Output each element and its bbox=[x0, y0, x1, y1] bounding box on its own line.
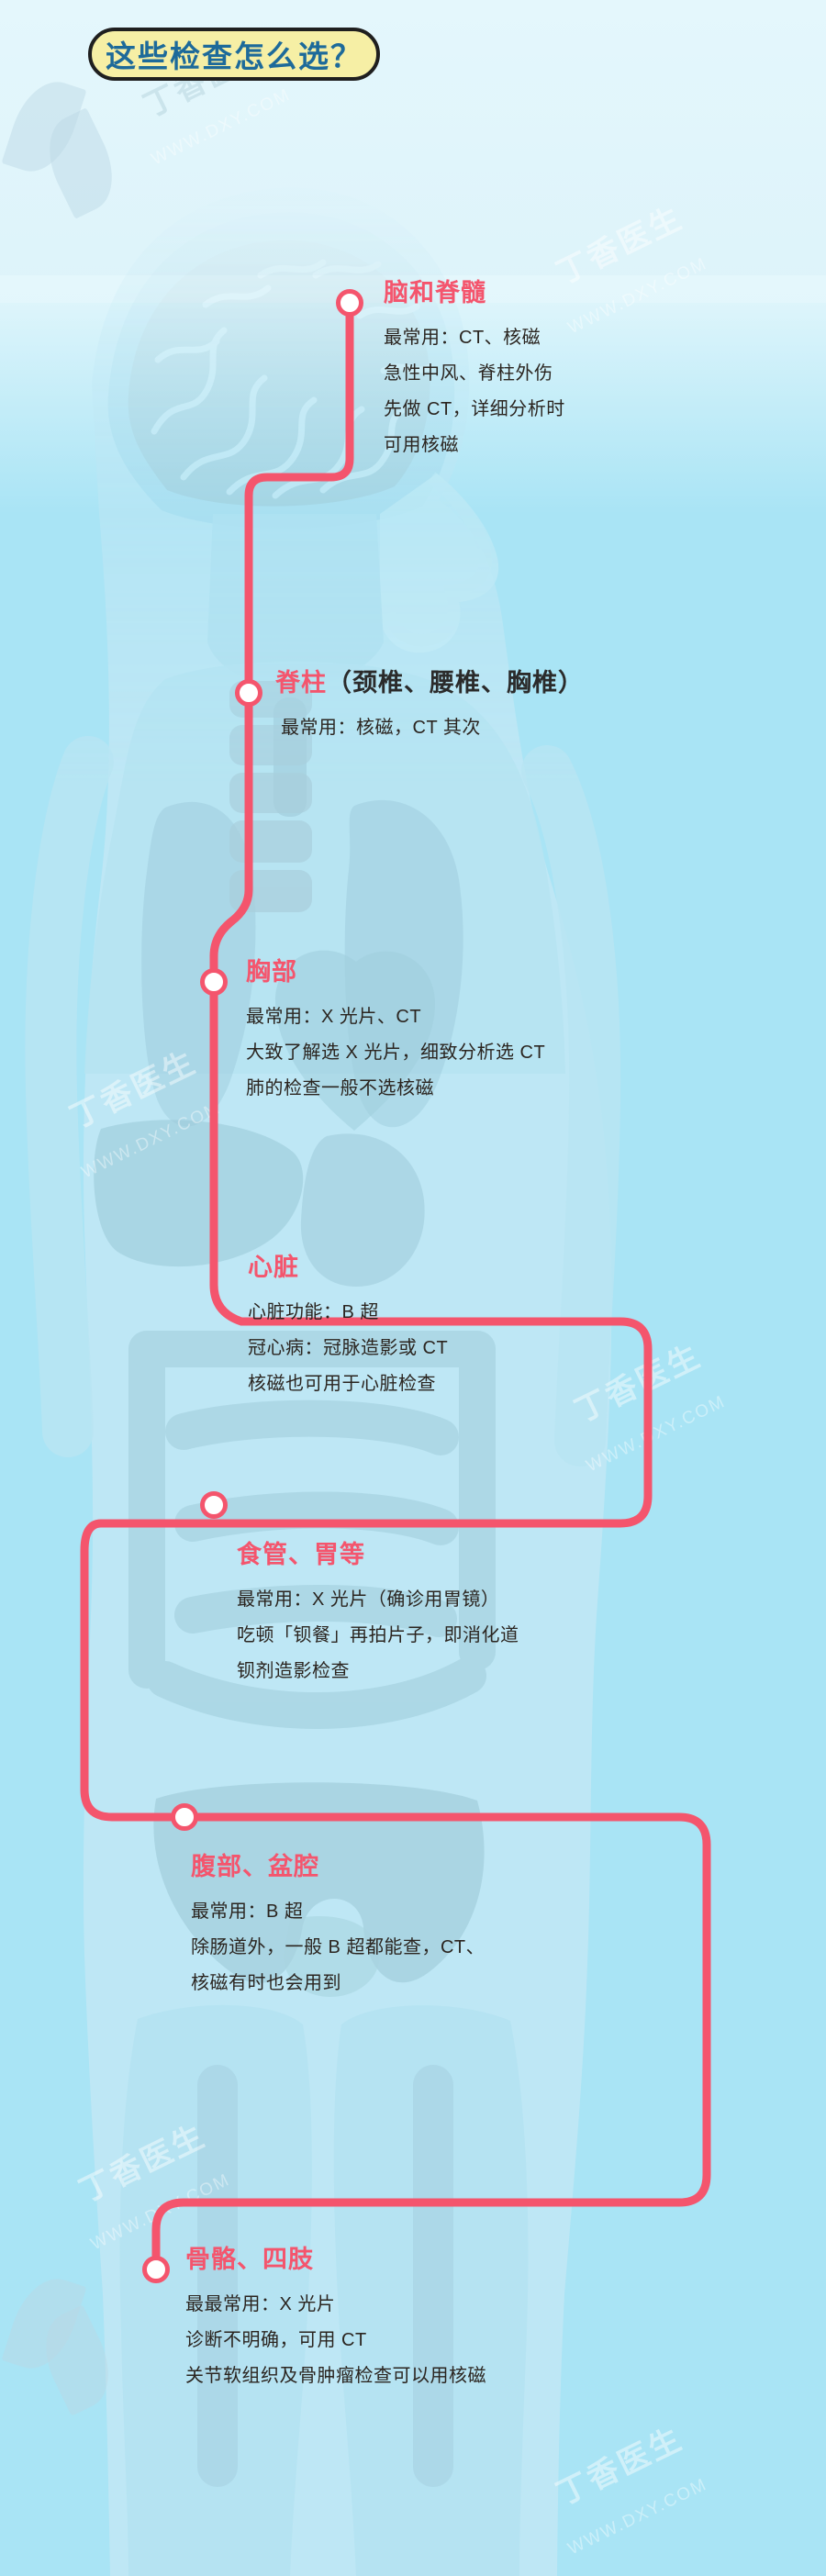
section-line: 钡剂造影检查 bbox=[237, 1661, 350, 1682]
section-heading: 食管、胃等 bbox=[237, 1540, 519, 1569]
section-heart: 心脏 心脏功能：B 超 冠心病：冠脉造影或 CT 核磁也可用于心脏检查 bbox=[248, 1253, 448, 1402]
section-brain-spinal-cord: 脑和脊髓 最常用：CT、核磁 急性中风、脊柱外伤 先做 CT，详细分析时 可用核… bbox=[384, 278, 565, 463]
section-line: 最常用：CT、核磁 bbox=[384, 328, 541, 349]
marker-dot-brain-spinal-cord[interactable] bbox=[336, 289, 363, 317]
section-bones-limbs: 骨骼、四肢 最最常用：X 光片 诊断不明确，可用 CT 关节软组织及骨肿瘤检查可… bbox=[185, 2245, 486, 2394]
section-heading: 骨骼、四肢 bbox=[185, 2245, 486, 2274]
section-line: 急性中风、脊柱外伤 bbox=[384, 363, 553, 385]
marker-dot-heart[interactable] bbox=[200, 1491, 228, 1519]
section-line: 核磁有时也会用到 bbox=[191, 1973, 341, 1994]
title-banner-box bbox=[88, 28, 380, 81]
section-line: 吃顿「钡餐」再拍片子，即消化道 bbox=[237, 1625, 519, 1646]
section-heading-text: 脑和脊髓 bbox=[384, 279, 486, 307]
section-line: 最最常用：X 光片 bbox=[185, 2294, 336, 2315]
section-heading-suffix: （颈椎、腰椎、胸椎） bbox=[327, 669, 584, 697]
marker-dot-esophagus-stomach[interactable] bbox=[171, 1803, 198, 1831]
section-line: 冠心病：冠脉造影或 CT bbox=[248, 1338, 449, 1359]
section-line: 心脏功能：B 超 bbox=[248, 1302, 379, 1323]
section-heading-text: 脊柱 bbox=[275, 669, 327, 697]
page-title: 这些检查怎么选？ bbox=[106, 39, 363, 73]
section-chest: 胸部 最常用：X 光片、CT 大致了解选 X 光片，细致分析选 CT 肺的检查一… bbox=[246, 957, 545, 1107]
marker-dot-spine[interactable] bbox=[235, 679, 262, 707]
section-heading: 腹部、盆腔 bbox=[191, 1852, 485, 1881]
section-line: 肺的检查一般不选核磁 bbox=[246, 1078, 434, 1099]
section-abdomen-pelvis: 腹部、盆腔 最常用：B 超 除肠道外，一般 B 超都能查，CT、 核磁有时也会用… bbox=[191, 1852, 485, 2002]
section-heading: 心脏 bbox=[248, 1253, 448, 1282]
section-line: 最常用：X 光片、CT bbox=[246, 1007, 422, 1028]
section-line: 除肠道外，一般 B 超都能查，CT、 bbox=[191, 1937, 486, 1958]
section-line: 核磁也可用于心脏检查 bbox=[248, 1374, 436, 1395]
section-line: 先做 CT，详细分析时 bbox=[384, 399, 565, 420]
section-line: 最常用：B 超 bbox=[191, 1901, 304, 1923]
section-heading-text: 心脏 bbox=[248, 1254, 299, 1281]
section-heading: 脊柱（颈椎、腰椎、胸椎） bbox=[275, 668, 584, 697]
section-heading: 胸部 bbox=[246, 957, 545, 987]
section-line: 关节软组织及骨肿瘤检查可以用核磁 bbox=[185, 2366, 486, 2387]
section-heading-text: 骨骼、四肢 bbox=[185, 2246, 314, 2273]
section-line: 最常用：核磁，CT 其次 bbox=[281, 718, 481, 739]
marker-dot-chest[interactable] bbox=[200, 968, 228, 996]
title-banner: 这些检查怎么选？ bbox=[88, 28, 380, 84]
marker-dot-bones-limbs[interactable] bbox=[142, 2256, 170, 2283]
section-heading-text: 胸部 bbox=[246, 958, 297, 986]
section-heading: 脑和脊髓 bbox=[384, 278, 565, 307]
section-line: 大致了解选 X 光片，细致分析选 CT bbox=[246, 1043, 546, 1064]
section-heading-text: 食管、胃等 bbox=[237, 1541, 365, 1568]
section-heading-text: 腹部、盆腔 bbox=[191, 1853, 319, 1880]
section-line: 诊断不明确，可用 CT bbox=[185, 2330, 367, 2351]
section-spine: 脊柱（颈椎、腰椎、胸椎） 最常用：核磁，CT 其次 bbox=[275, 668, 584, 746]
section-line: 可用核磁 bbox=[384, 435, 459, 456]
section-esophagus-stomach: 食管、胃等 最常用：X 光片（确诊用胃镜） 吃顿「钡餐」再拍片子，即消化道 钡剂… bbox=[237, 1540, 519, 1689]
section-line: 最常用：X 光片（确诊用胃镜） bbox=[237, 1589, 500, 1611]
